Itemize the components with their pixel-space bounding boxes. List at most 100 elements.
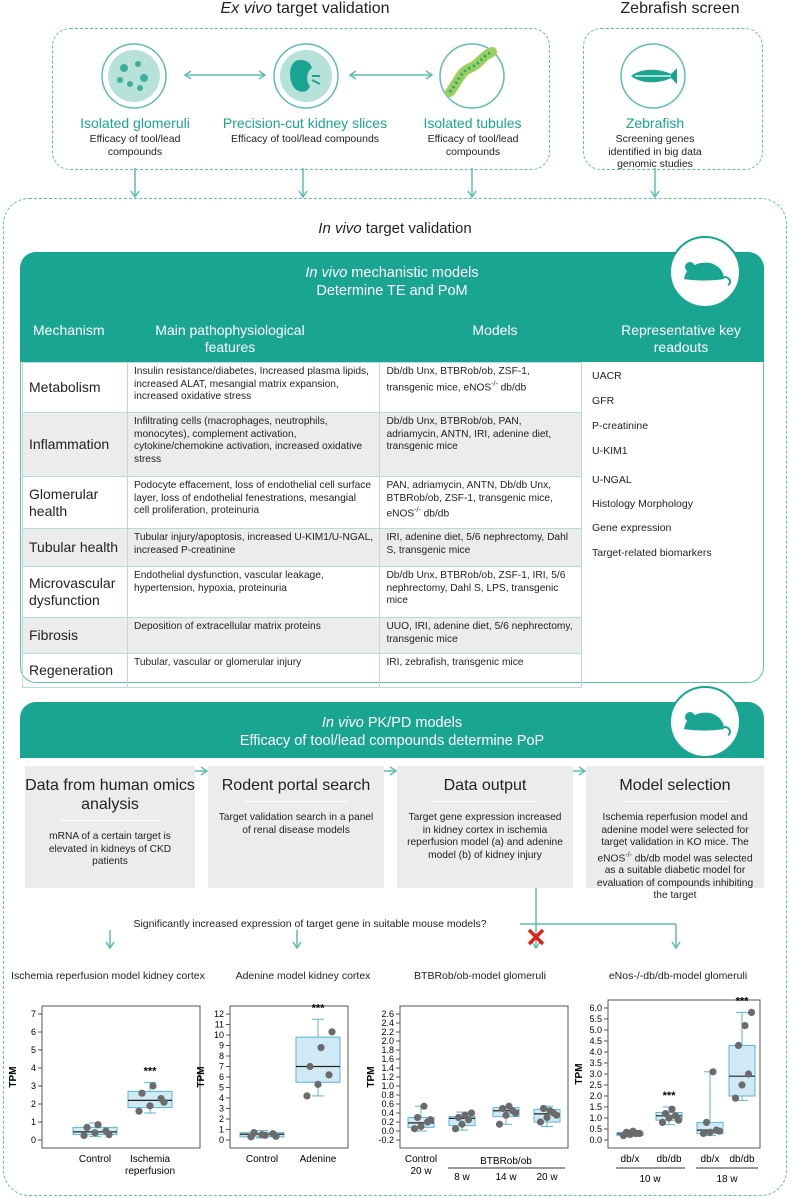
x-tick-label: 8 w	[454, 1172, 470, 1183]
zebrafish-icon	[620, 43, 686, 109]
data-point	[543, 1113, 551, 1122]
y-tick-label: 5.0	[589, 1025, 602, 1035]
box-iqr	[728, 1044, 756, 1097]
y-tick-label: 2	[31, 1099, 36, 1109]
data-point	[539, 1104, 548, 1113]
y-tick-label: 3.0	[589, 1069, 602, 1079]
x-tick-label: Ischemia	[130, 1154, 170, 1165]
readout-item: Gene expression	[592, 522, 672, 534]
y-tick-label: 1.5	[589, 1102, 602, 1112]
x-tick-label: Control	[405, 1154, 437, 1165]
y-tick-label: 6	[31, 1027, 36, 1037]
data-point	[250, 1129, 258, 1137]
y-axis-label: TPM	[8, 1066, 19, 1087]
y-tick-label: 3	[31, 1081, 36, 1091]
y-tick-label: 7	[219, 1062, 224, 1072]
data-point	[91, 1129, 99, 1137]
data-point	[417, 1122, 425, 1131]
x-tick-label: Control	[246, 1154, 278, 1165]
readout-item: Histology Morphology	[592, 498, 693, 510]
data-point	[426, 1116, 435, 1124]
data-point	[668, 1105, 676, 1113]
y-tick-label: 5	[219, 1083, 224, 1093]
zebrafish-title: Zebrafish	[625, 115, 685, 131]
data-point	[552, 1111, 561, 1119]
data-point	[495, 1120, 504, 1128]
x-tick-label: 20 w	[536, 1172, 558, 1183]
y-tick-label: 8	[219, 1051, 224, 1061]
data-point	[702, 1118, 711, 1126]
invivo-panel	[3, 198, 787, 1196]
y-tick-label: 0.0	[381, 1126, 394, 1136]
data-point	[317, 1044, 325, 1052]
y-tick-label: 0	[219, 1135, 224, 1145]
significance-label: ***	[144, 1065, 158, 1077]
significance-label: ***	[312, 1002, 326, 1014]
y-tick-label: 7	[31, 1009, 36, 1019]
y-tick-label: 0	[31, 1135, 36, 1145]
x-tick-label: Adenine	[300, 1154, 337, 1165]
pkpd-banner: In vivo PK/PD models Efficacy of tool/le…	[20, 702, 764, 758]
y-tick-label: 1.6	[381, 1054, 394, 1064]
isolated-tubules-desc: Efficacy of tool/lead compounds	[427, 133, 519, 158]
data-point	[546, 1107, 554, 1115]
data-point	[410, 1125, 419, 1133]
y-tick-label: 4.0	[589, 1047, 602, 1057]
data-point	[738, 1081, 746, 1089]
x-tick-label: 20 w	[410, 1166, 432, 1177]
data-point	[741, 1022, 749, 1030]
y-axis-label: TPM	[366, 1066, 377, 1087]
data-point	[261, 1131, 269, 1139]
y-tick-label: 3	[219, 1104, 224, 1114]
table-row: Tubular health Tubular injury/apoptosis,…	[22, 528, 582, 567]
readout-item: UACR	[592, 370, 622, 382]
box-2	[127, 1081, 173, 1115]
chart1-title: Ischemia reperfusion model kidney cortex	[11, 970, 205, 982]
flow-arrows	[105, 766, 681, 950]
data-point	[306, 1062, 314, 1071]
isolated-glomeruli-desc: Efficacy of tool/lead compounds	[89, 133, 181, 158]
y-tick-label: 0.2	[381, 1117, 394, 1127]
kidney-slices-title: Precision-cut kidney slices	[222, 115, 388, 131]
data-point	[674, 1116, 683, 1124]
plot-frame	[41, 1005, 201, 1149]
y-tick-label: 2.0	[589, 1091, 602, 1101]
data-point	[715, 1127, 724, 1135]
table-row: Inflammation Infiltrating cells (macroph…	[22, 412, 582, 477]
box-iqr	[295, 1036, 341, 1083]
box-4	[533, 1104, 561, 1127]
data-point	[135, 1107, 143, 1115]
y-tick-label: 11	[215, 1020, 224, 1030]
isolated-glomeruli-title: Isolated glomeruli	[80, 115, 190, 131]
data-point	[502, 1111, 510, 1119]
chart-3: -0.20.00.20.40.60.81.01.21.41.61.82.02.2…	[366, 1005, 569, 1183]
readout-item: GFR	[592, 395, 615, 407]
data-point	[744, 1070, 753, 1078]
data-point	[83, 1123, 91, 1131]
group-label: 10 w	[639, 1174, 661, 1185]
data-point	[731, 1094, 740, 1102]
data-point	[328, 1028, 336, 1036]
data-point	[146, 1102, 154, 1110]
y-axis-label: TPM	[574, 1063, 585, 1084]
step-rodent-portal: Rodent portal search Target validation s…	[208, 766, 384, 888]
box-4	[728, 1008, 756, 1102]
data-point	[451, 1125, 460, 1133]
box-1	[616, 1127, 644, 1140]
data-point	[80, 1131, 88, 1140]
y-tick-label: 1.4	[381, 1063, 394, 1073]
y-tick-label: 2.4	[381, 1018, 394, 1028]
y-tick-label: 0.0	[589, 1135, 602, 1145]
readout-item: U-KIM1	[592, 445, 628, 457]
exvivo-title: Ex vivo target validation	[220, 0, 390, 17]
y-tick-label: 2.2	[381, 1027, 394, 1037]
x-tick-label: db/db	[656, 1154, 681, 1165]
data-point	[709, 1068, 717, 1076]
data-point	[458, 1120, 466, 1128]
y-tick-label: 2.6	[381, 1009, 394, 1019]
table-row: Fibrosis Deposition of extracellular mat…	[22, 617, 582, 654]
zebrafish-panel	[583, 28, 763, 170]
